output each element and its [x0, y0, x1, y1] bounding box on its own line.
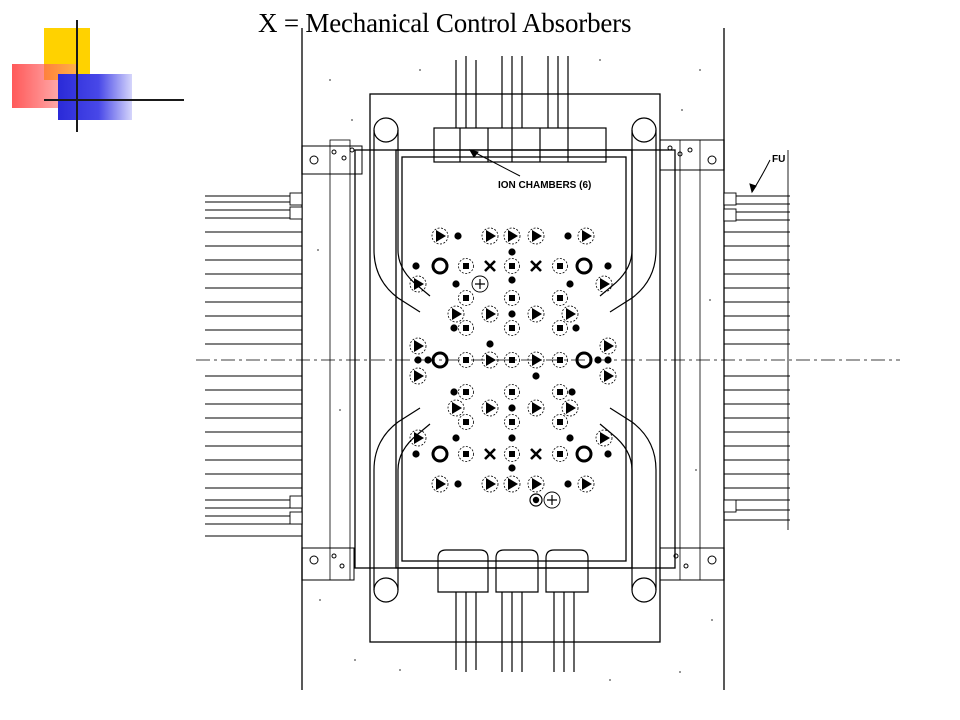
ion-chamber-bottom — [437, 549, 589, 672]
decor-blue-square — [58, 74, 132, 120]
corner-bracket-upper-right — [659, 139, 725, 171]
label-fu: FU — [772, 154, 785, 165]
label-ion-chambers: ION CHAMBERS (6) — [498, 180, 591, 191]
horizontal-tubes-left — [205, 195, 302, 537]
fu-leader — [749, 159, 771, 194]
coolant-pipes — [373, 117, 657, 603]
decor-horizontal-line — [44, 99, 184, 101]
corner-bracket-lower-right — [659, 547, 725, 581]
corner-bracket-lower-left — [301, 547, 355, 581]
ion-chamber-leader — [468, 149, 521, 177]
ion-chamber-top — [433, 56, 607, 163]
shield-outer-structure — [329, 93, 701, 643]
lattice-markers — [409, 227, 617, 509]
horizontal-tubes-right — [724, 195, 790, 521]
tube-end-caps — [289, 192, 737, 525]
slide-title: X = Mechanical Control Absorbers — [258, 8, 632, 38]
corner-bracket-upper-left — [301, 145, 363, 175]
decor-vertical-line — [76, 20, 78, 132]
concrete-speckle — [317, 59, 713, 681]
